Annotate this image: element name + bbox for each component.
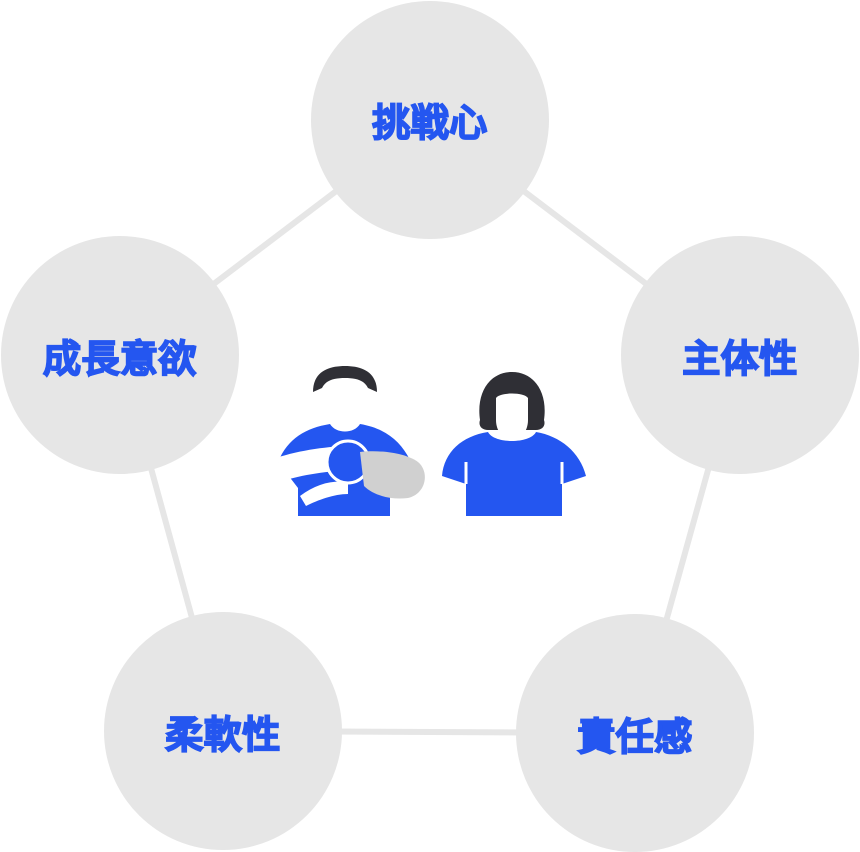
node-circle (1, 236, 239, 474)
node-label-flexibility: 柔軟性 (165, 713, 281, 757)
node-initiative: 主体性 (621, 236, 859, 474)
node-label-growth: 成長意欲 (43, 337, 197, 381)
man-hair (313, 366, 377, 392)
node-flexibility: 柔軟性 (104, 612, 342, 850)
man-icon (276, 366, 425, 516)
node-growth: 成長意欲 (1, 236, 239, 474)
node-circle (311, 1, 549, 239)
node-label-responsibility: 責任感 (577, 715, 693, 759)
node-responsibility: 責任感 (516, 614, 754, 852)
node-challenge: 挑戦心 (311, 1, 549, 239)
woman-shirt (442, 432, 586, 516)
people-illustration (276, 366, 586, 516)
woman-icon (442, 372, 586, 516)
man-face (321, 390, 369, 430)
man-shirt-gap (300, 481, 348, 506)
woman-face (496, 393, 528, 440)
man-hand (360, 451, 425, 499)
node-label-initiative: 主体性 (682, 337, 798, 381)
node-circle (621, 236, 859, 474)
node-circle (104, 612, 342, 850)
node-label-challenge: 挑戦心 (372, 101, 488, 145)
node-circle (516, 614, 754, 852)
